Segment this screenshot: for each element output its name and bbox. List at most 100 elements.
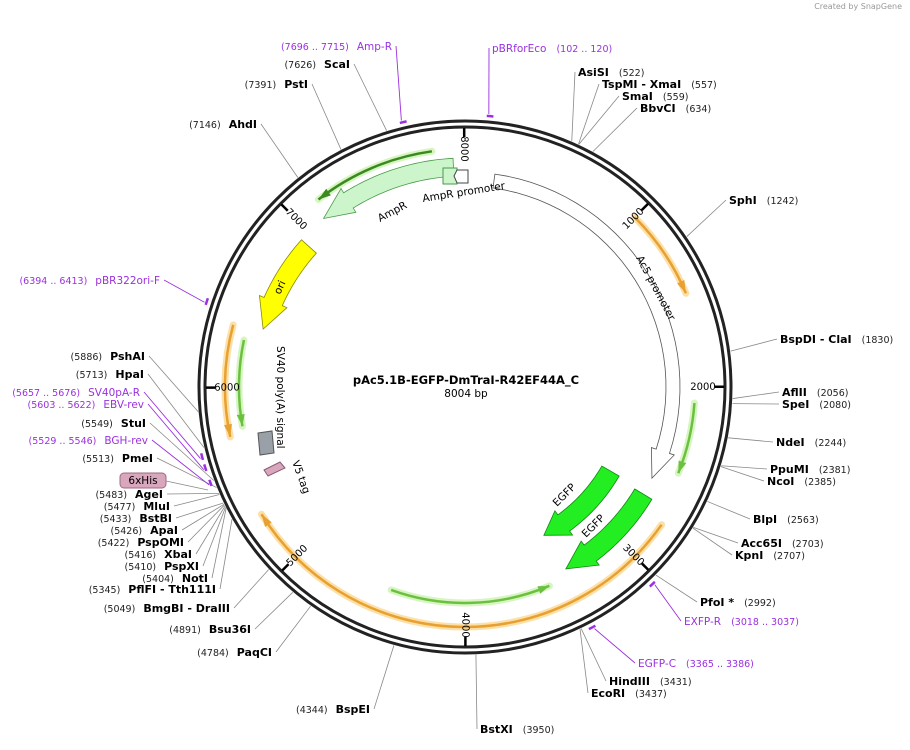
enzyme-position: (5886) (71, 352, 103, 363)
enzyme-site[interactable]: PshAI(5886) (71, 350, 199, 412)
site-leader-line (692, 527, 733, 556)
enzyme-site[interactable]: BlpI(2563) (707, 501, 819, 526)
enzyme-name: NdeI (776, 436, 805, 449)
enzyme-site[interactable]: PspXI(5410) (125, 507, 226, 573)
site-leader-line (578, 95, 620, 145)
enzyme-position: (2563) (787, 515, 819, 526)
enzyme-site[interactable]: ApaI (5426) (111, 503, 225, 537)
enzyme-site[interactable]: MluI(5477) (104, 494, 220, 513)
enzyme-site[interactable]: BmgBI - DraIII(5049) (104, 569, 270, 615)
ampr-thin-feature-arrowhead (318, 188, 331, 200)
enzyme-site[interactable]: PstI(7391) (245, 78, 342, 150)
enzyme-site[interactable]: SpeI(2080) (732, 398, 851, 411)
egfp-arrow-2[interactable] (565, 488, 653, 570)
tick-label-7000: 7000 (283, 207, 309, 233)
enzyme-site[interactable]: AhdI(7146) (189, 118, 299, 178)
enzyme-site[interactable]: SmaI(559) (578, 90, 689, 145)
6xhis-badge: 6xHis (119, 472, 167, 489)
enzyme-position: (3431) (660, 677, 692, 688)
enzyme-site[interactable]: AsiSI(522) (571, 66, 645, 142)
enzyme-name: EcoRI (591, 687, 625, 700)
primer-name: BGH-rev (104, 435, 148, 447)
primer-range: (102 .. 120) (556, 44, 612, 55)
primer-egfp-c[interactable]: EGFP-C(3365 .. 3386) (588, 624, 754, 670)
enzyme-site[interactable]: NdeI(2244) (728, 436, 846, 449)
enzyme-site[interactable]: BbvCI(634) (592, 102, 711, 152)
enzyme-position: (522) (619, 68, 645, 79)
enzyme-site[interactable]: HpaI(5713) (76, 368, 205, 448)
primer-pbrforeco[interactable]: pBRforEco(102 .. 120) (486, 43, 612, 118)
enzyme-site[interactable]: PflFI - Tth111I(5345) (89, 519, 233, 596)
enzyme-site[interactable]: StuI(5549) (81, 417, 215, 481)
enzyme-position: (7391) (245, 80, 277, 91)
ac5-promoter-arrow[interactable] (492, 173, 681, 480)
site-leader-line (353, 63, 387, 131)
enzyme-site[interactable]: Bsu36I(4891) (169, 592, 294, 636)
enzyme-position: (2703) (792, 539, 824, 550)
enzyme-site[interactable]: HindIII(3431) (580, 628, 692, 688)
plasmid-name: pAc5.1B-EGFP-DmTraI-R42EF44A_C (353, 373, 579, 388)
site-leader-line (275, 605, 311, 653)
enzyme-site[interactable]: PfoI *(2992) (655, 574, 776, 609)
enzyme-site[interactable]: PpuMI(2381) (721, 463, 850, 476)
enzyme-site[interactable]: XbaI(5416) (125, 505, 226, 561)
egfp-arrow-1[interactable] (543, 465, 620, 536)
site-leader-line (720, 466, 765, 482)
enzyme-site[interactable]: TspMI - XmaI(557) (578, 78, 717, 145)
site-leader-line (211, 508, 227, 579)
ori-arrow[interactable] (258, 239, 317, 330)
site-leader-line (728, 437, 774, 443)
enzyme-site[interactable]: NotI(5404) (142, 508, 227, 585)
enzyme-site[interactable]: AgeI(5483) (95, 488, 220, 501)
primer-pbr322ori-f[interactable]: pBR322ori-F(6394 .. 6413) (19, 275, 210, 306)
ampr-thin-feature[interactable] (317, 150, 433, 201)
enzyme-site[interactable]: PspOMI(5422) (98, 504, 225, 549)
enzyme-name: TspMI - XmaI (602, 78, 681, 91)
enzyme-site[interactable]: SphI(1242) (686, 194, 799, 237)
enzyme-site[interactable]: BstXI(3950) (475, 654, 554, 736)
enzyme-site[interactable]: BspEI(4344) (296, 645, 395, 716)
site-leader-line (166, 492, 220, 495)
enzyme-site[interactable]: ScaI(7626) (284, 58, 387, 131)
enzyme-site[interactable]: PaqCI(4784) (197, 605, 311, 659)
primer-mark (588, 624, 597, 631)
primer-leader-line (147, 403, 205, 470)
primer-name: EBV-rev (103, 399, 144, 411)
enzyme-name: Bsu36I (209, 623, 251, 636)
sv40-polya-box[interactable] (257, 430, 275, 456)
site-leader-line (148, 355, 199, 412)
orange-feature-left-arrowhead (224, 423, 232, 437)
ori-label: ori (272, 279, 289, 296)
ampr-arrow[interactable] (322, 157, 455, 220)
enzyme-position: (7146) (189, 120, 221, 131)
ampr-promoter-arrow[interactable] (453, 169, 469, 184)
enzyme-site[interactable]: BstBI(5433) (100, 502, 224, 525)
enzyme-site[interactable]: NcoI(2385) (720, 466, 836, 488)
primer-sv40pa-r[interactable]: SV40pA-R(5657 .. 5676) (12, 387, 205, 461)
site-leader-line (707, 501, 751, 520)
site-leader-line (730, 338, 778, 352)
enzyme-name: Acc65I (741, 537, 782, 550)
enzyme-name: PaqCI (237, 646, 272, 659)
enzyme-position: (5433) (100, 514, 132, 525)
primer-bgh-rev[interactable]: BGH-rev(5529 .. 5546) (29, 435, 213, 487)
orange-feature-bottom[interactable] (260, 513, 663, 629)
primer-ebv-rev[interactable]: EBV-rev(5603 .. 5622) (28, 399, 208, 472)
enzyme-site[interactable]: AflII(2056) (732, 386, 849, 399)
enzyme-name: ApaI (150, 524, 178, 537)
green-feature-bottom[interactable] (390, 584, 550, 605)
enzyme-position: (5049) (104, 604, 136, 615)
v5-tag-box[interactable] (263, 461, 286, 477)
enzyme-site[interactable]: KpnI(2707) (692, 527, 805, 562)
enzyme-site[interactable]: BspDI - ClaI(1830) (730, 333, 894, 352)
site-leader-line (732, 391, 780, 399)
site-leader-line (233, 569, 270, 609)
primer-leader-line (163, 279, 205, 303)
enzyme-position: (5426) (111, 526, 143, 537)
enzyme-site[interactable]: EcoRI(3437) (579, 629, 667, 700)
primer-amp-r[interactable]: Amp-R(7696 .. 7715) (281, 41, 407, 125)
ampr-label: AmpR (376, 199, 409, 224)
primer-exfp-r[interactable]: EXFP-R(3018 .. 3037) (648, 580, 799, 628)
enzyme-site[interactable]: Acc65I (2703) (693, 526, 824, 550)
